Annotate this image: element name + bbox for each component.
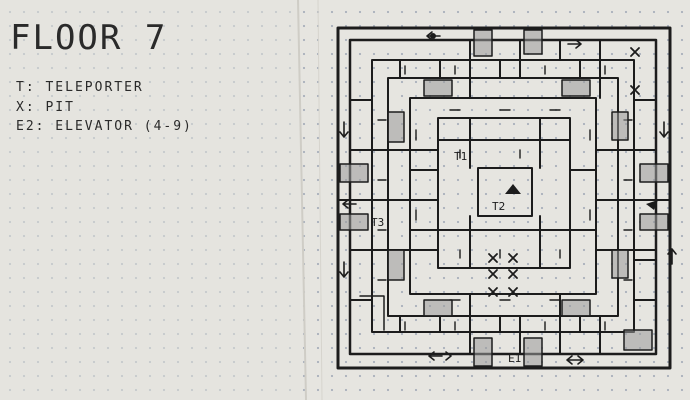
stair-dot-icon xyxy=(430,33,436,39)
label-teleporter-3: T3 xyxy=(371,216,385,229)
label-teleporter-2: T2 xyxy=(492,200,506,213)
internal-walls xyxy=(337,39,671,355)
page-title: FLOOR 7 xyxy=(10,18,168,58)
pit xyxy=(508,253,518,263)
down-arrow-icon xyxy=(659,121,669,138)
outer-walls xyxy=(336,26,672,370)
double-arrow-icon xyxy=(428,351,452,361)
pit xyxy=(508,269,518,279)
pit xyxy=(630,47,640,57)
up-arrow-icon xyxy=(667,248,677,265)
door-ticks xyxy=(377,65,633,331)
pit xyxy=(488,269,498,279)
markers xyxy=(430,33,658,210)
left-arrow-icon xyxy=(342,199,357,209)
pit xyxy=(488,287,498,297)
pit xyxy=(630,85,640,95)
pit xyxy=(508,287,518,297)
teleporter-triangle-icon xyxy=(505,184,521,194)
pit xyxy=(488,253,498,263)
legend-teleporter: T: TELEPORTER xyxy=(16,80,144,95)
stippled-blocks xyxy=(339,29,669,367)
marker-triangle-icon xyxy=(646,200,658,210)
right-arrow-icon xyxy=(567,39,582,49)
double-arrow-icon xyxy=(566,355,584,365)
corridor-rings xyxy=(371,59,635,333)
label-teleporter-1: T1 xyxy=(454,150,468,163)
pits xyxy=(488,47,640,297)
down-arrow-icon xyxy=(339,261,349,278)
legend-pit: X: PIT xyxy=(16,100,75,115)
arrows xyxy=(339,31,677,365)
label-elevator: E1 xyxy=(508,352,522,365)
legend-elevator: E2: ELEVATOR (4-9) xyxy=(16,119,193,134)
down-arrow-icon xyxy=(339,121,349,138)
